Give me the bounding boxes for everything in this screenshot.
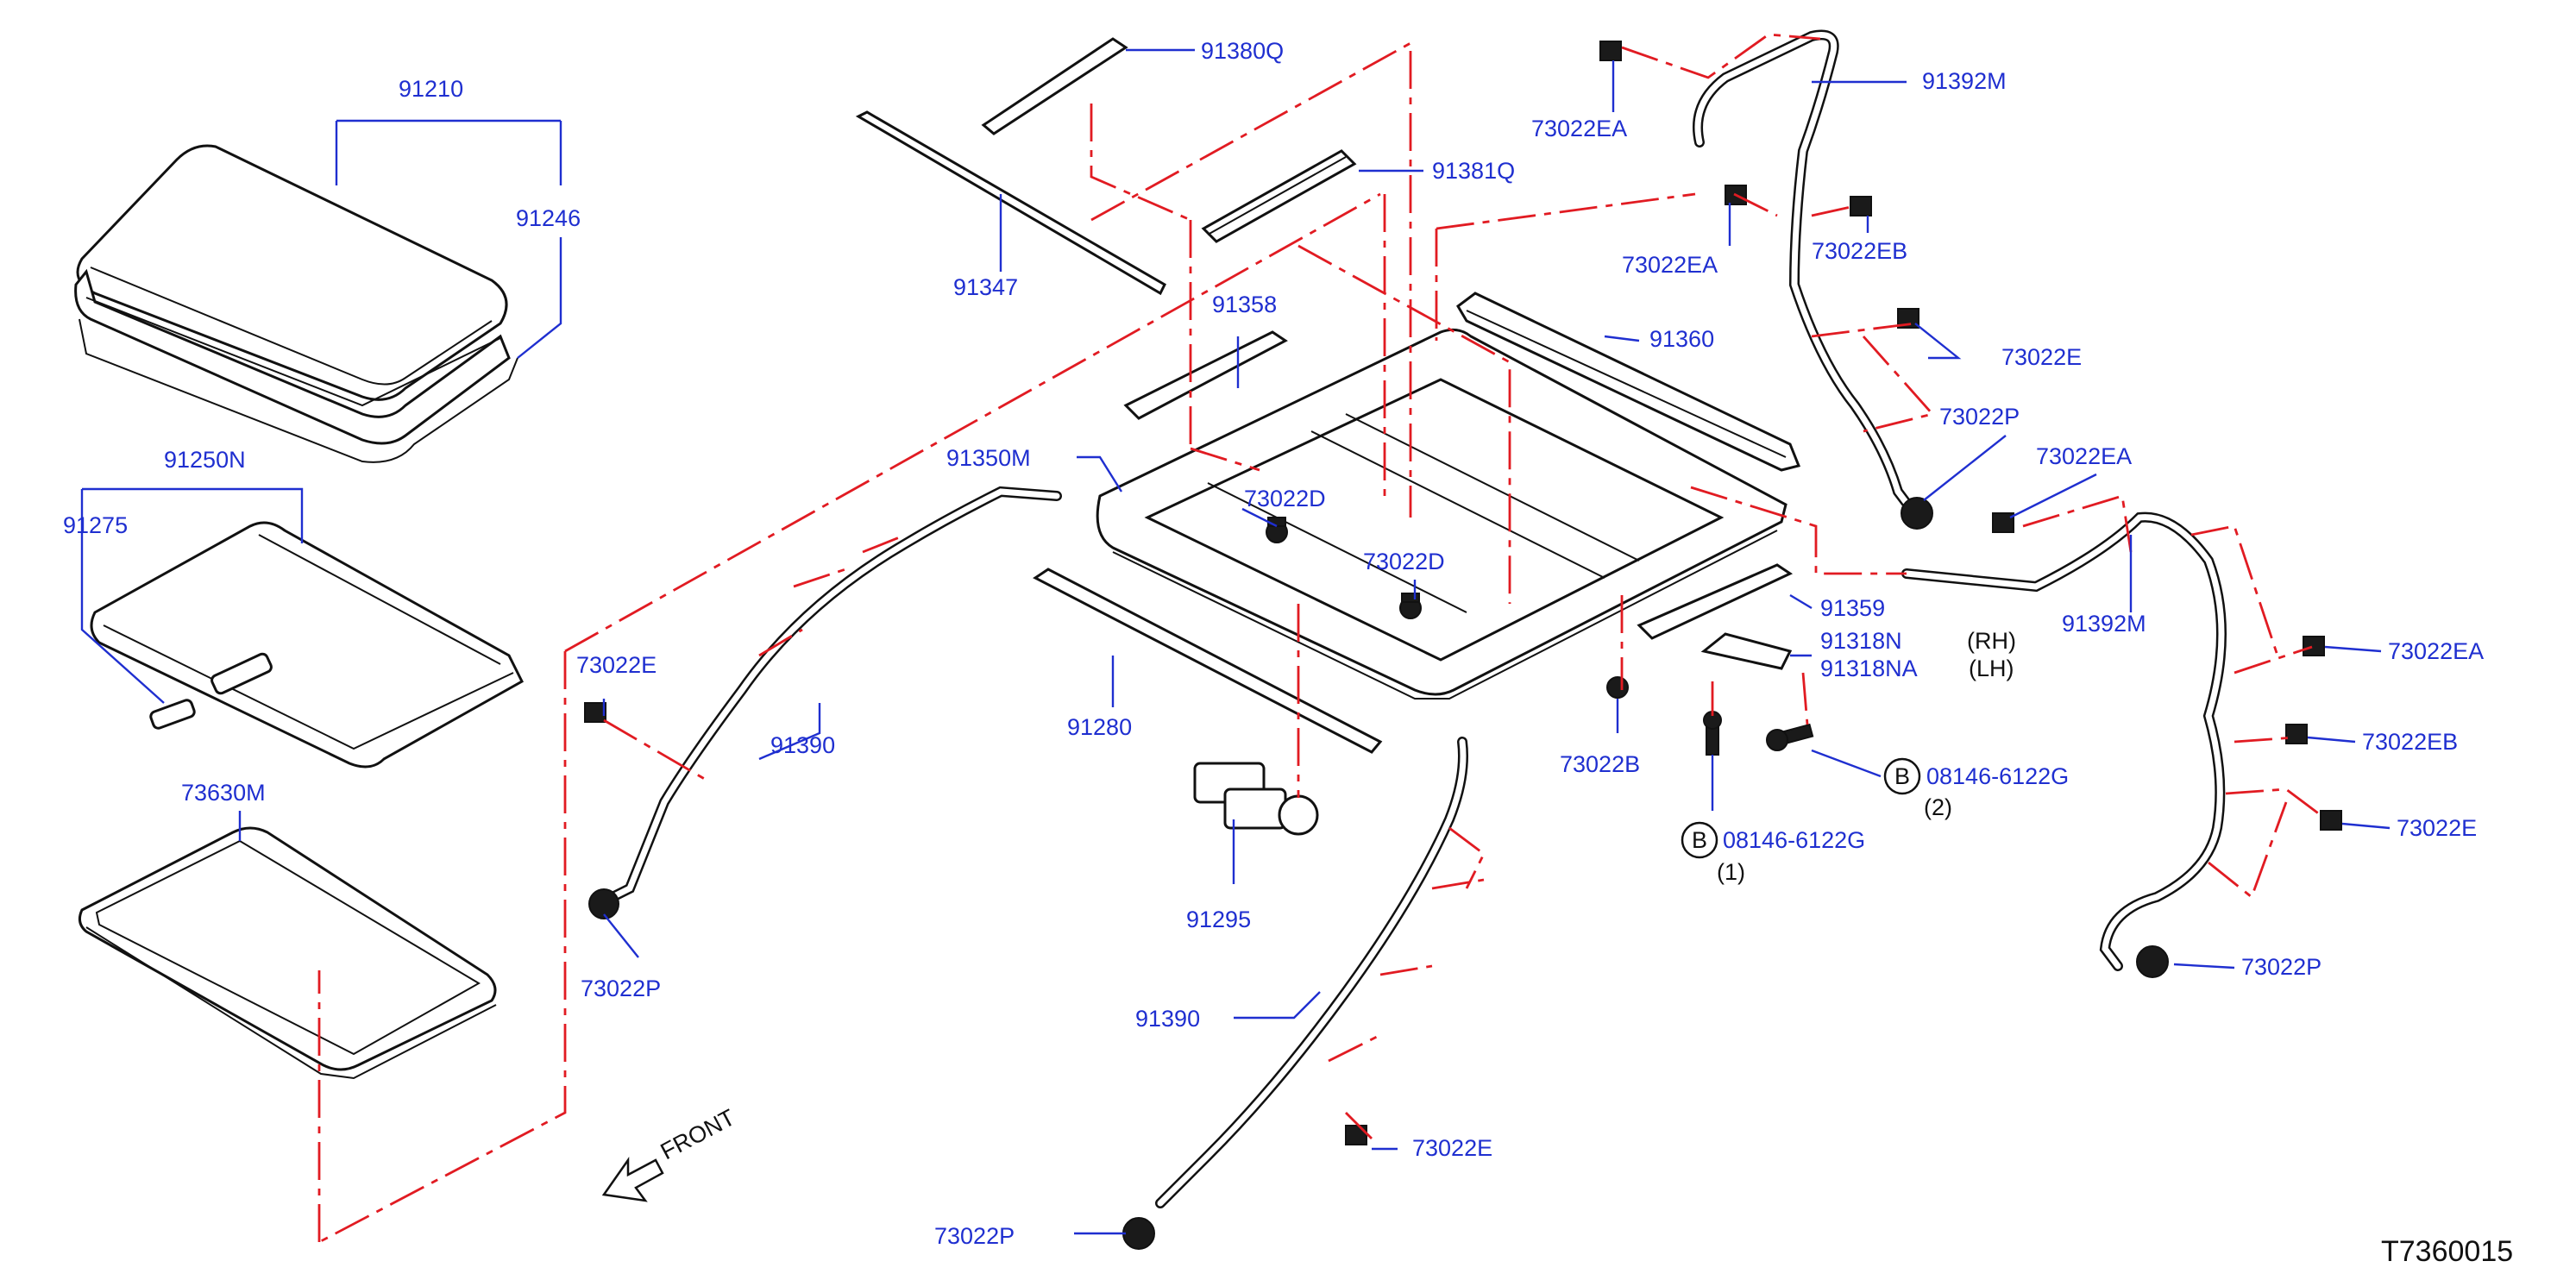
part-91275-handle[interactable] [149,699,196,730]
label-91359[interactable]: 91359 [1820,595,1885,621]
label-bolt-1[interactable]: 08146-6122G [1723,827,1865,853]
clip-73022D-a[interactable] [1266,517,1288,543]
part-73630M-weatherstrip[interactable] [78,826,497,1080]
label-91390-bottom[interactable]: 91390 [1135,1006,1200,1032]
part-91250N-sunshade[interactable] [90,521,524,769]
part-91380Q-rail[interactable] [981,37,1128,135]
part-91280-trough[interactable] [1033,568,1383,754]
label-73022EB-top[interactable]: 73022EB [1812,238,1907,264]
clip-73022E-top[interactable] [1897,308,1919,329]
label-73022D-a[interactable]: 73022D [1244,486,1326,511]
part-91392M-top-drain-hose[interactable] [1693,29,1916,514]
clip-73022D-b[interactable] [1399,593,1422,619]
label-lh: (LH) [1969,656,2014,681]
label-73022EA-mid[interactable]: 73022EA [1622,252,1718,278]
clip-73022B[interactable] [1606,676,1629,699]
sunshade-handle[interactable] [210,652,273,695]
label-73022E-top[interactable]: 73022E [2001,344,2082,370]
label-91381Q[interactable]: 91381Q [1432,158,1515,184]
label-73022P-top[interactable]: 73022P [1939,404,2020,430]
part-91318N-bracket[interactable] [1700,632,1793,670]
label-73022EA-top[interactable]: 73022EA [1531,116,1627,141]
label-73022E-far[interactable]: 73022E [2397,815,2477,841]
label-73022B[interactable]: 73022B [1560,751,1640,777]
clip-73022EB-far[interactable] [2285,724,2308,744]
label-73022P-far[interactable]: 73022P [2241,954,2322,980]
label-73022E-bottom[interactable]: 73022E [1412,1135,1492,1161]
label-73022D-b[interactable]: 73022D [1363,549,1445,574]
clip-73022E-far[interactable] [2320,810,2342,831]
label-91350M[interactable]: 91350M [946,445,1031,471]
grommet-73022P-left[interactable] [588,888,619,919]
label-91318N[interactable]: 91318N [1820,628,1902,654]
phantom-assembly-lines [317,33,2322,1244]
part-91347-deflector-strip[interactable] [855,110,1166,296]
label-91360[interactable]: 91360 [1649,326,1714,352]
label-73022P-left[interactable]: 73022P [581,976,661,1001]
bolt-callout-circle-1 [1681,821,1718,859]
part-91392M-right-drain-hose[interactable] [1901,511,2227,971]
clip-73022EA-top[interactable] [1599,41,1622,61]
label-91358[interactable]: 91358 [1212,292,1277,317]
label-91210[interactable]: 91210 [399,76,463,102]
clip-73022EA-far[interactable] [2303,636,2325,656]
label-91390-left[interactable]: 91390 [770,732,835,758]
label-91392M-top[interactable]: 91392M [1922,68,2007,94]
part-91360-wind-deflector[interactable] [1456,292,1801,472]
part-91246-seal[interactable] [79,318,518,463]
label-91380Q[interactable]: 91380Q [1201,38,1284,64]
diagram-code: T7360015 [2381,1235,2513,1268]
part-91359-bracket[interactable] [1637,563,1794,640]
label-bolt-2[interactable]: 08146-6122G [1926,763,2069,789]
label-91347[interactable]: 91347 [953,274,1018,300]
part-91295-motor[interactable] [1193,762,1319,836]
part-labels: 91210 91246 91250N 91275 73630M 91380Q 9… [63,38,2484,1249]
part-91390-left-drain-hose[interactable] [599,486,1062,907]
label-73022E-left[interactable]: 73022E [576,652,657,678]
front-label: FRONT [657,1104,739,1164]
part-91358-bracket[interactable] [1123,330,1288,420]
bolt-08146-6122G-2[interactable] [1766,723,1814,751]
bolt-circle-letter-1: B [1692,827,1707,853]
label-91318NA[interactable]: 91318NA [1820,656,1918,681]
part-91390-bottom-drain-hose[interactable] [1155,737,1468,1208]
clip-73022E-bottom[interactable] [1345,1125,1367,1145]
part-91350M-sunroof-frame[interactable] [1096,328,1787,700]
label-bolt-qty-2: (2) [1924,794,1952,820]
label-91275[interactable]: 91275 [63,512,128,538]
clip-73022E-left[interactable] [584,702,606,723]
label-91250N[interactable]: 91250N [164,447,246,473]
label-bolt-qty-1: (1) [1717,859,1745,885]
part-91210-glass-lid[interactable] [74,144,511,445]
bolt-callout-circle-2 [1883,757,1921,795]
label-91392M-right[interactable]: 91392M [2062,611,2146,637]
grommet-73022P-top[interactable] [1901,497,1933,530]
bolt-circle-letter-2: B [1894,763,1910,789]
label-91295[interactable]: 91295 [1186,907,1251,932]
label-73022EA-far[interactable]: 73022EA [2388,638,2484,664]
label-91246[interactable]: 91246 [516,205,581,231]
grommet-73022P-bottom[interactable] [1122,1217,1155,1250]
bolt-08146-6122G-1[interactable] [1703,711,1722,756]
leader-lines [80,48,2391,1235]
label-91280[interactable]: 91280 [1067,714,1132,740]
grommet-73022P-far[interactable] [2136,945,2169,978]
front-arrow-icon [601,1157,664,1202]
clip-73022EB-top[interactable] [1850,196,1872,216]
label-rh: (RH) [1967,628,2016,654]
clip-73022EA-right[interactable] [1992,512,2014,533]
label-73022P-bottom[interactable]: 73022P [934,1223,1015,1249]
label-73022EA-right[interactable]: 73022EA [2036,443,2132,469]
label-73022EB-far[interactable]: 73022EB [2362,729,2458,755]
label-73630M[interactable]: 73630M [181,780,266,806]
